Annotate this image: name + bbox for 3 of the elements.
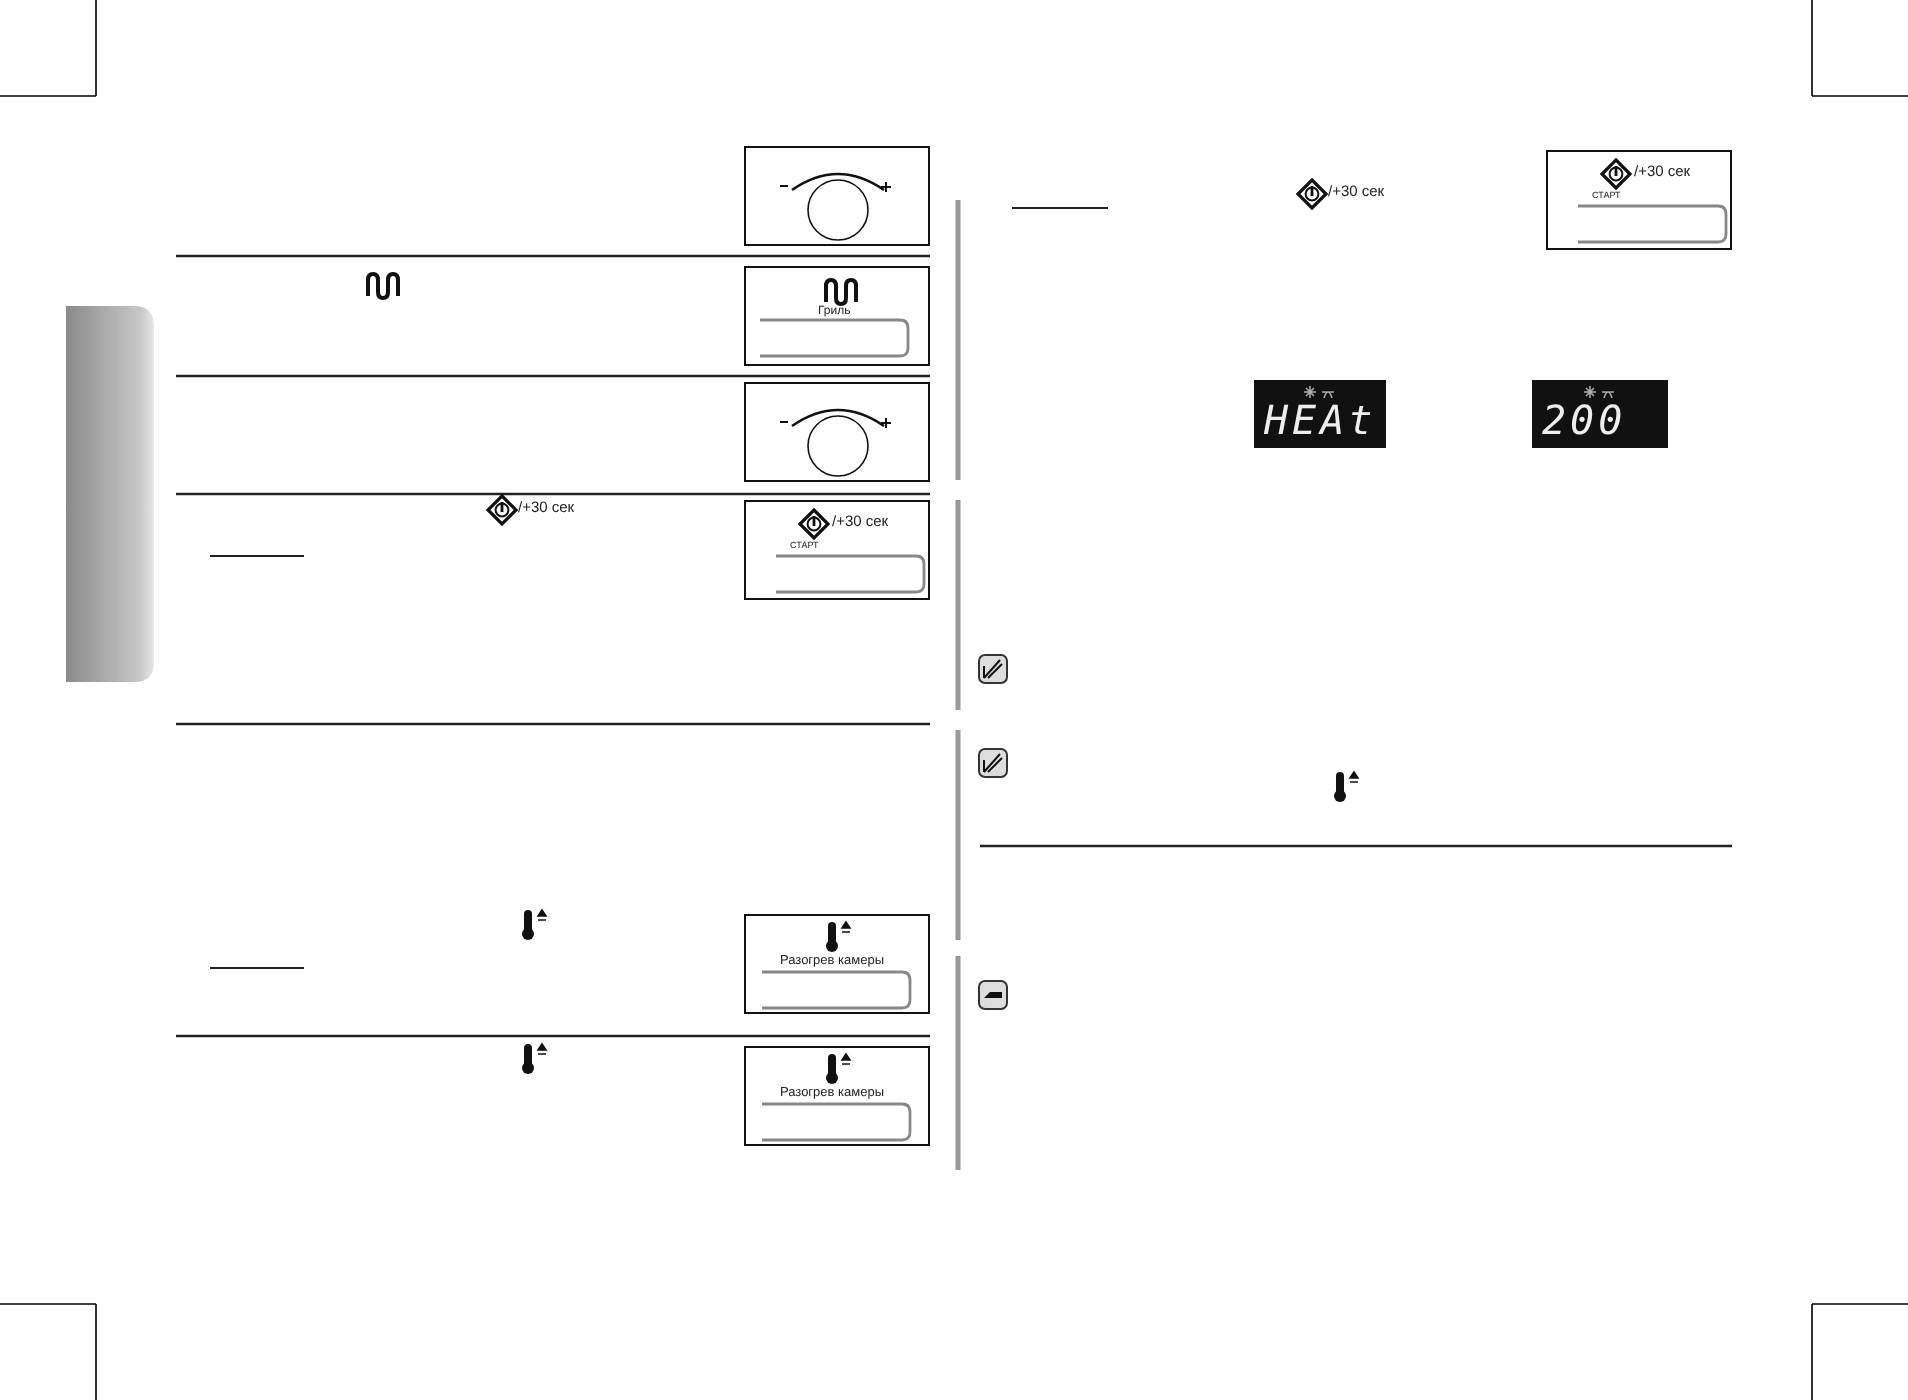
display-readout: 200	[1542, 400, 1627, 440]
side-tab	[66, 306, 154, 682]
display-readout: HEAt	[1264, 400, 1377, 440]
